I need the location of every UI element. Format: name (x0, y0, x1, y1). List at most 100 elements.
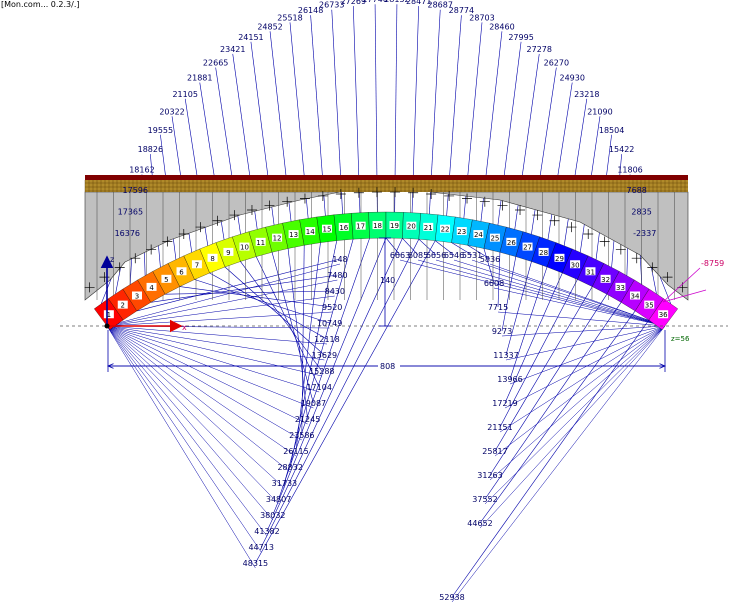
leader-line (435, 240, 455, 256)
upper-force-label: -2337 (633, 229, 656, 238)
segment-number: 14 (306, 228, 315, 236)
leader-line (136, 258, 341, 312)
leader-line (497, 252, 501, 308)
leader-line (451, 242, 473, 256)
segment-number: 21 (424, 224, 433, 232)
load-marker (583, 228, 594, 239)
upper-force-label: 15422 (609, 145, 634, 154)
inner-right-force-label: 9273 (492, 327, 512, 336)
green-annotation: z=56 (671, 335, 690, 343)
leader-line (272, 237, 387, 516)
segment-number: 2 (121, 302, 125, 310)
segment-number: 17 (356, 223, 365, 231)
load-marker (229, 210, 240, 221)
load-marker (390, 187, 401, 198)
segment-number: 30 (571, 261, 580, 269)
upper-force-label: 16376 (115, 229, 140, 238)
upper-force-label: 18826 (138, 145, 163, 154)
leader-line (106, 263, 341, 327)
deck-beam (85, 180, 688, 192)
leader-line (106, 325, 328, 345)
segment-number: 3 (135, 292, 139, 300)
load-marker (532, 210, 543, 221)
load-marker (615, 244, 626, 255)
load-marker (130, 253, 141, 264)
leader-line (489, 294, 608, 476)
window-caption: [Mon.com... 0.2.3/.] (1, 0, 80, 9)
load-marker (662, 272, 673, 283)
segment-number: 5 (164, 276, 168, 284)
segment-number: 11 (256, 239, 265, 247)
upper-force-label: 21881 (187, 74, 212, 83)
leader-line (106, 325, 273, 521)
leader-line (563, 98, 588, 246)
upper-force-label: 28152 (384, 0, 409, 4)
upper-force-label: 26148 (298, 6, 323, 15)
load-marker (282, 196, 293, 207)
lower-left-force-label: 21245 (295, 415, 320, 424)
right-spandrel-wall (429, 191, 689, 301)
leader-line (106, 325, 291, 473)
leader-line (499, 325, 666, 433)
lower-left-force-label: 15288 (309, 367, 334, 376)
upper-force-label: 28460 (489, 22, 514, 31)
segment-number: 31 (586, 268, 595, 276)
leader-line (106, 325, 325, 361)
load-marker (146, 244, 157, 255)
lower-left-force-label: 34807 (266, 495, 291, 504)
upper-force-label: 18504 (599, 126, 624, 135)
leader-line (471, 259, 666, 327)
upper-force-label: 27746 (362, 0, 387, 4)
lower-left-force-label: 12118 (314, 335, 339, 344)
leader-line (489, 263, 666, 327)
load-marker (371, 187, 382, 198)
segment-number: 29 (555, 255, 564, 263)
inner-right-force-label: 37552 (472, 495, 497, 504)
leader-line (106, 325, 308, 425)
leader-line (106, 325, 297, 457)
leader-line (435, 259, 666, 327)
leader-line (385, 237, 401, 256)
segment-number: 13 (289, 231, 298, 239)
rise-value: 140 (380, 276, 395, 285)
lower-left-force-label: 48315 (243, 559, 268, 568)
lower-left-force-label: 38032 (260, 511, 285, 520)
inner-right-force-label: 6663 (390, 251, 410, 260)
pink-annotation: -8759 (701, 259, 724, 268)
segment-number: 35 (645, 302, 654, 310)
load-marker (462, 193, 473, 204)
load-marker (599, 236, 610, 247)
load-marker (114, 262, 125, 273)
lower-left-force-label: 31733 (272, 479, 297, 488)
upper-force-label: 27995 (508, 33, 533, 42)
upper-force-label: 24930 (560, 74, 585, 83)
leader-line (271, 252, 314, 404)
left-spandrel-wall (84, 191, 341, 301)
segment-number: 23 (457, 228, 466, 236)
segment-number: 27 (523, 244, 532, 252)
load-marker (317, 190, 328, 201)
lower-left-force-label: 19087 (301, 399, 326, 408)
inner-right-force-label: 21151 (487, 423, 512, 432)
segment-number: 9 (226, 249, 230, 257)
leader-line (266, 238, 403, 532)
load-marker (84, 282, 95, 293)
upper-force-label: 27269 (341, 0, 366, 6)
leader-line (479, 310, 636, 524)
upper-force-label: 2835 (631, 207, 651, 216)
leader-line (504, 272, 563, 404)
load-marker (549, 215, 560, 226)
leader-line (504, 325, 666, 409)
load-marker (353, 187, 364, 198)
segment-number: 10 (240, 244, 249, 252)
x-axis-label: x (182, 323, 187, 332)
load-marker (444, 190, 455, 201)
upper-force-label: 26733 (319, 1, 344, 10)
segment-number: 24 (474, 231, 483, 239)
load-marker (497, 200, 508, 211)
inner-right-force-label: 17219 (492, 399, 517, 408)
leader-line (240, 261, 323, 372)
lower-left-force-label: 41382 (254, 527, 279, 536)
leader-line (106, 325, 302, 441)
leader-line (484, 302, 622, 500)
